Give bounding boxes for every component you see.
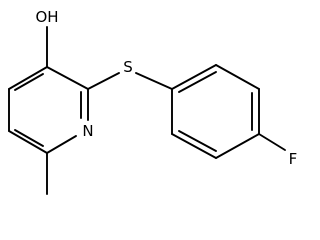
bond-ph4-f [258,133,286,151]
pyridine-ring [8,66,89,154]
bond-ph4-ph5 [215,133,260,159]
bond-s-phenyl [135,72,173,90]
atom-label-sulfur: S [123,58,133,76]
bond-ph5-ph6 [171,133,217,159]
bond-c2-c3 [46,66,89,90]
bond-c5-c6 [8,130,48,154]
molecule-structure-diagram: OH S N F [8,8,298,195]
bond-c5-c6-inner-double [14,129,44,147]
bond-ph2-ph3 [215,64,260,90]
bond-c6-n [46,135,77,154]
bond-c2-s [87,72,120,90]
atom-label-nitrogen: N [82,122,93,140]
bond-ph1-ph2 [171,64,217,90]
bond-c3-c4 [8,66,48,90]
atom-label-hydroxyl: OH [35,8,58,26]
atom-label-fluorine: F [289,150,298,168]
bond-ph5-ph6-inner-double [178,130,217,152]
bond-ph1-ph2-inner-double [178,71,217,93]
bond-c4-c4-inner-double [14,73,44,91]
fluorophenyl-ring [171,64,260,159]
